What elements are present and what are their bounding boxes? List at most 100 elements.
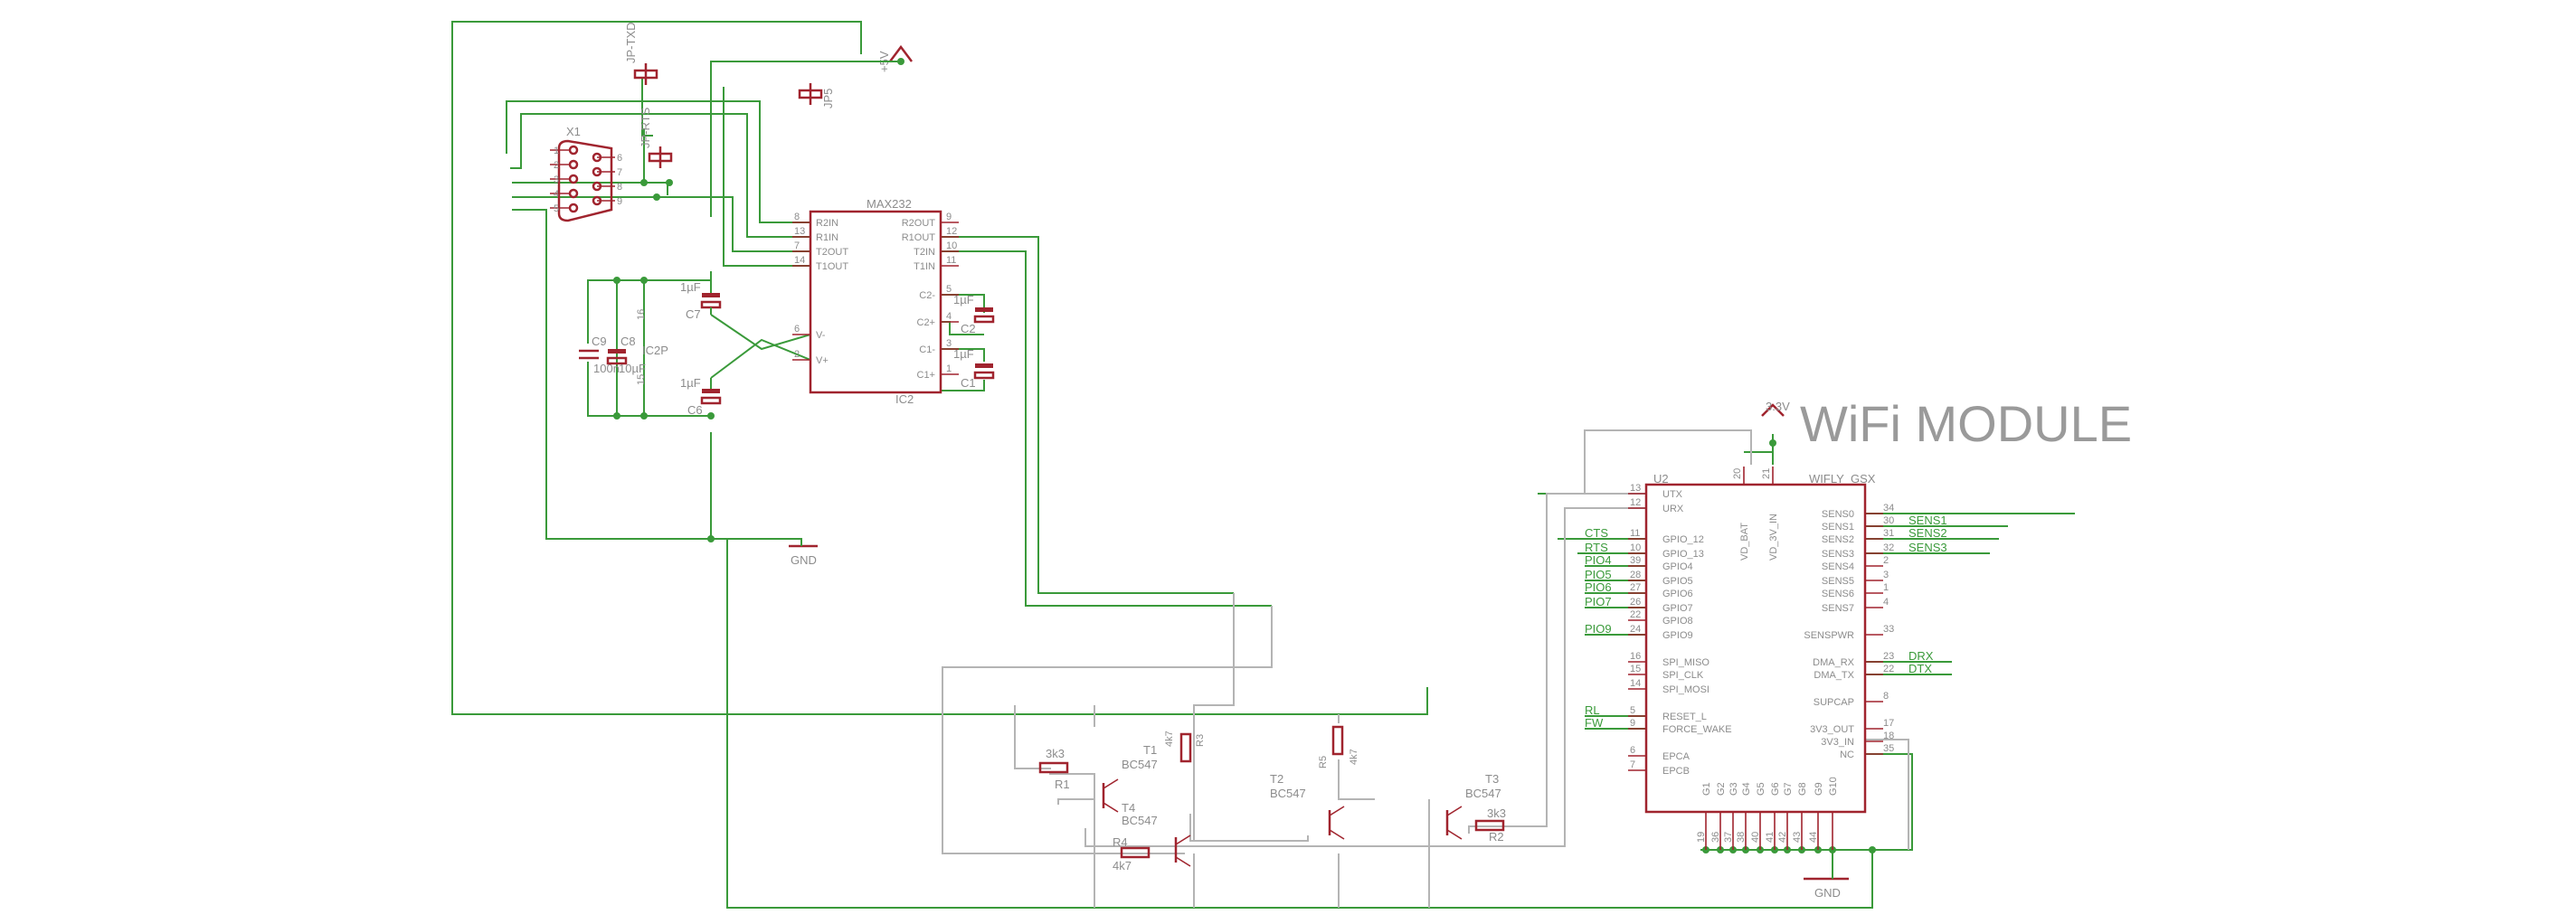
u2-pin-name: SENS7 xyxy=(1822,603,1854,614)
svg-text:R4: R4 xyxy=(1113,835,1128,849)
svg-text:1µF: 1µF xyxy=(680,376,701,390)
svg-text:10µF: 10µF xyxy=(619,362,646,375)
ic2-pin-number: 13 xyxy=(794,226,805,237)
capacitor-c7: 1µF C7 xyxy=(680,271,722,321)
net-label: FW xyxy=(1585,716,1604,730)
wifly-module-u2: U2 WIFLY_GSX 13UTX12URX11GPIO_1210GPIO_1… xyxy=(1628,467,1894,850)
db9-pin-number: 9 xyxy=(617,196,622,207)
capacitor-c9: C9 100n xyxy=(579,335,620,375)
u2-pin-number: 13 xyxy=(1630,483,1641,494)
u2-pin-name: SENS6 xyxy=(1822,589,1854,599)
u2-pin-number: 30 xyxy=(1883,515,1894,526)
ic2-pin-name: V- xyxy=(816,330,826,341)
ic2-pin-number: 11 xyxy=(946,255,956,266)
u2-pin-name: SENS0 xyxy=(1822,509,1854,520)
u2-pin-number: 35 xyxy=(1883,743,1894,754)
resistor-r3: 4k7 R3 xyxy=(1164,731,1206,763)
svg-text:GND: GND xyxy=(1814,886,1841,900)
ic2-pin-number: 3 xyxy=(946,338,952,349)
db9-pin-number: 1 xyxy=(554,146,559,156)
db9-pin-number: 4 xyxy=(554,189,559,200)
ic2-pin-number: 8 xyxy=(794,212,800,222)
u2-pin-number: 22 xyxy=(1883,664,1894,674)
u2-pin-name: VD_3V_IN xyxy=(1768,514,1779,561)
u2-pin-number: 32 xyxy=(1883,542,1894,553)
svg-text:JP-TXD: JP-TXD xyxy=(624,23,638,64)
u2-pin-number: 19 xyxy=(1696,832,1707,843)
svg-text:C1: C1 xyxy=(961,376,976,390)
svg-text:BC547: BC547 xyxy=(1122,758,1158,771)
db9-pin xyxy=(568,203,579,213)
u2-pin-name: SPI_CLK xyxy=(1662,670,1704,681)
capacitor-c1: 1µF C1 xyxy=(953,347,995,390)
net-label: PIO5 xyxy=(1585,568,1612,581)
u2-pin-name: SENS2 xyxy=(1822,534,1854,545)
u2-pin-number: 42 xyxy=(1777,832,1788,843)
u2-pin-number: 28 xyxy=(1630,570,1641,580)
transistor-t1: T1 BC547 xyxy=(1102,743,1158,813)
ic2-power-pins: IC2P 16 15 xyxy=(636,309,668,385)
db9-pin-number: 7 xyxy=(617,167,622,178)
ic2-pin-name: R2IN xyxy=(816,218,838,229)
u2-pin-name: SPI_MISO xyxy=(1662,657,1709,668)
net-label: DTX xyxy=(1908,662,1932,675)
u2-pin-number: 31 xyxy=(1883,528,1894,539)
u2-pin-number: 2 xyxy=(1883,555,1889,566)
ic2-pin-number: 10 xyxy=(946,240,957,251)
net-label: RTS xyxy=(1585,541,1608,554)
resistor-r4: R4 4k7 xyxy=(1113,835,1151,872)
u2-pin-name: GPIO5 xyxy=(1662,576,1693,587)
ic2-pin-number: 2 xyxy=(794,349,800,360)
u2-pin-name: GPIO9 xyxy=(1662,630,1693,641)
u2-pin-number: 36 xyxy=(1710,832,1721,843)
u2-pin-number: 18 xyxy=(1883,731,1894,741)
svg-text:R3: R3 xyxy=(1195,734,1206,747)
net-label: SENS1 xyxy=(1908,514,1947,527)
u2-pin-name: FORCE_WAKE xyxy=(1662,724,1732,735)
u2-pin-number: 3 xyxy=(1883,570,1889,580)
svg-text:X1: X1 xyxy=(566,125,581,138)
max232-ic2: MAX232 IC2 8R2IN13R1IN7T2OUT14T1OUT6V-2V… xyxy=(792,197,959,406)
db9-pin xyxy=(568,188,579,199)
u2-pin-name: G10 xyxy=(1828,777,1839,796)
ic2-pin-number: 6 xyxy=(794,324,800,335)
u2-pin-number: 5 xyxy=(1630,705,1635,716)
db9-pin xyxy=(568,174,579,184)
u2-pin-number: 22 xyxy=(1630,609,1641,620)
svg-text:JP-RTS: JP-RTS xyxy=(639,107,652,148)
net-label: DRX xyxy=(1908,649,1934,663)
db9-pin-number: 5 xyxy=(554,203,559,214)
u2-pin-name: GPIO6 xyxy=(1662,589,1693,599)
jumper-jp-rts: JP-RTS xyxy=(639,107,673,168)
svg-text:T1: T1 xyxy=(1143,743,1157,757)
svg-text:T3: T3 xyxy=(1485,772,1499,786)
u2-pin-number: 8 xyxy=(1883,691,1889,702)
gray-wires xyxy=(942,429,1909,908)
u2-pin-number: 7 xyxy=(1630,759,1635,770)
capacitor-c8: C8 10µF xyxy=(606,335,646,375)
u2-pin-name: GPIO8 xyxy=(1662,616,1693,627)
ic2-pin-number: 12 xyxy=(946,226,957,237)
u2-pin-name: G3 xyxy=(1728,782,1739,796)
u2-pin-number: 14 xyxy=(1630,678,1641,689)
ic2-pin-number: 7 xyxy=(794,240,800,251)
svg-text:3k3: 3k3 xyxy=(1046,747,1065,760)
u2-pin-name: G5 xyxy=(1756,782,1766,796)
gnd-symbol-right: GND xyxy=(1804,877,1849,900)
u2-pin-name: GPIO7 xyxy=(1662,603,1693,614)
ic2-pin-name: T2OUT xyxy=(816,247,848,258)
u2-pin-name: VD_BAT xyxy=(1739,523,1750,561)
net-label: PIO7 xyxy=(1585,595,1612,608)
u2-pin-number: 44 xyxy=(1808,832,1819,843)
u2-pin-name: SENS3 xyxy=(1822,549,1854,560)
net-label: SENS3 xyxy=(1908,541,1947,554)
ic2-pin-name: R1OUT xyxy=(902,232,936,243)
u2-pin-number: 21 xyxy=(1761,468,1772,479)
resistor-r1: 3k3 R1 xyxy=(1038,747,1070,791)
u2-pin-name: GPIO_13 xyxy=(1662,549,1704,560)
u2-pin-number: 15 xyxy=(1630,664,1641,674)
ic2-pin-name: R1IN xyxy=(816,232,838,243)
